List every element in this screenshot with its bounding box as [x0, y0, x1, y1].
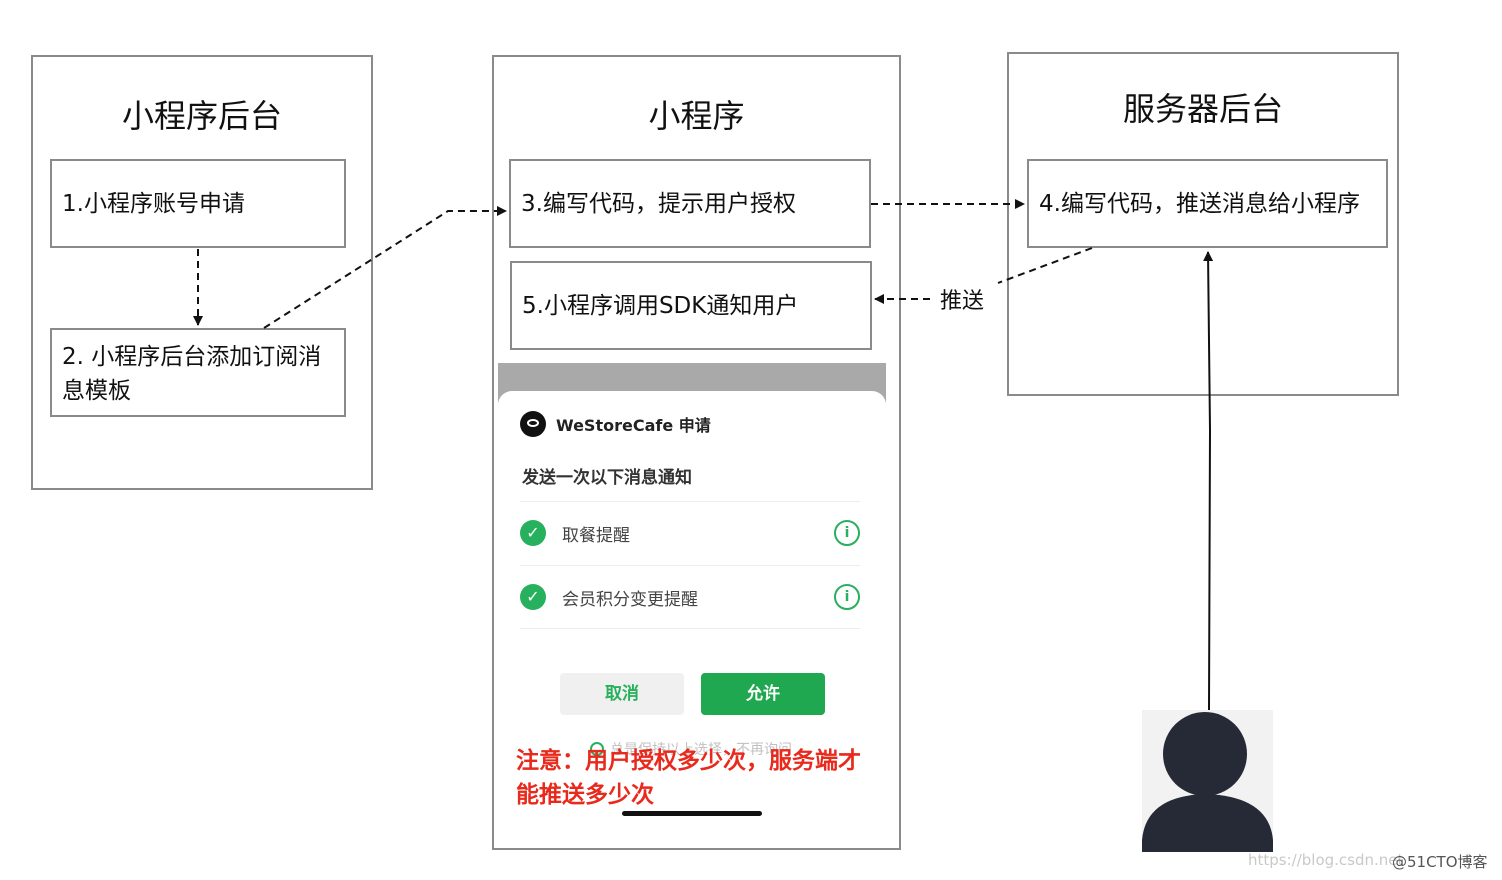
- step-1-box: 1.小程序账号申请: [50, 159, 346, 248]
- dialog-subtitle: 发送一次以下消息通知: [522, 468, 692, 488]
- cancel-button[interactable]: 取消: [560, 673, 684, 715]
- always-keep-choice-label: 总是保持以上选择，不再询问: [610, 742, 792, 758]
- subscription-item[interactable]: ✓ 会员积分变更提醒 i: [520, 565, 860, 629]
- check-icon: ✓: [520, 520, 546, 546]
- home-indicator: [622, 811, 762, 816]
- app-name: WeStoreCafe 申请: [556, 416, 711, 435]
- warning-note-line1: 注意：用户授权多少次，服务端才: [516, 748, 861, 774]
- step-1-label: 1.小程序账号申请: [62, 190, 245, 217]
- step-4-label: 4.编写代码，推送消息给小程序: [1039, 190, 1360, 217]
- app-header: WeStoreCafe 申请: [520, 411, 711, 437]
- subscription-item-label: 会员积分变更提醒: [562, 589, 698, 610]
- step-2-box: 2. 小程序后台添加订阅消 息模板: [50, 328, 346, 417]
- step-2-label-line1: 2. 小程序后台添加订阅消: [62, 344, 322, 370]
- step-3-label: 3.编写代码，提示用户授权: [521, 190, 796, 217]
- subscription-item-label: 取餐提醒: [562, 525, 630, 546]
- mini-program-admin-panel: 小程序后台: [31, 55, 373, 490]
- subscribe-dialog: WeStoreCafe 申请 发送一次以下消息通知 ✓ 取餐提醒 i ✓ 会员积…: [498, 391, 886, 825]
- warning-note-line2: 能推送多少次: [516, 782, 654, 808]
- always-keep-choice-option[interactable]: 总是保持以上选择，不再询问: [590, 739, 792, 759]
- subscription-item[interactable]: ✓ 取餐提醒 i: [520, 501, 860, 564]
- info-icon[interactable]: i: [834, 520, 860, 546]
- arrow-step2-to-step3: [263, 206, 507, 329]
- check-icon: ✓: [520, 584, 546, 610]
- step-3-box: 3.编写代码，提示用户授权: [509, 159, 871, 248]
- watermark-url: https://blog.csdn.net: [1248, 851, 1404, 869]
- info-icon[interactable]: i: [834, 584, 860, 610]
- watermark-site: @51CTO博客: [1392, 853, 1488, 871]
- step-4-box: 4.编写代码，推送消息给小程序: [1027, 159, 1388, 248]
- user-icon: [1142, 712, 1273, 852]
- radio-icon: [590, 742, 604, 756]
- user-avatar: [1142, 710, 1273, 852]
- app-logo-icon: [520, 411, 546, 437]
- panel-title: 小程序: [648, 97, 745, 135]
- panel-title: 服务器后台: [1122, 90, 1283, 128]
- arrow-user-to-server: [1203, 251, 1214, 711]
- panel-title: 小程序后台: [121, 97, 282, 135]
- step-2-label-line2: 息模板: [62, 378, 131, 404]
- arrow-push-segment: [997, 247, 1093, 284]
- phone-authorization-screenshot: WeStoreCafe 申请 发送一次以下消息通知 ✓ 取餐提醒 i ✓ 会员积…: [498, 363, 886, 825]
- warning-note: 注意：用户授权多少次，服务端才 能推送多少次: [516, 744, 886, 812]
- step-5-label: 5.小程序调用SDK通知用户: [522, 292, 799, 319]
- push-label: 推送: [940, 289, 985, 314]
- step-5-box: 5.小程序调用SDK通知用户: [510, 261, 872, 350]
- allow-button[interactable]: 允许: [701, 673, 825, 715]
